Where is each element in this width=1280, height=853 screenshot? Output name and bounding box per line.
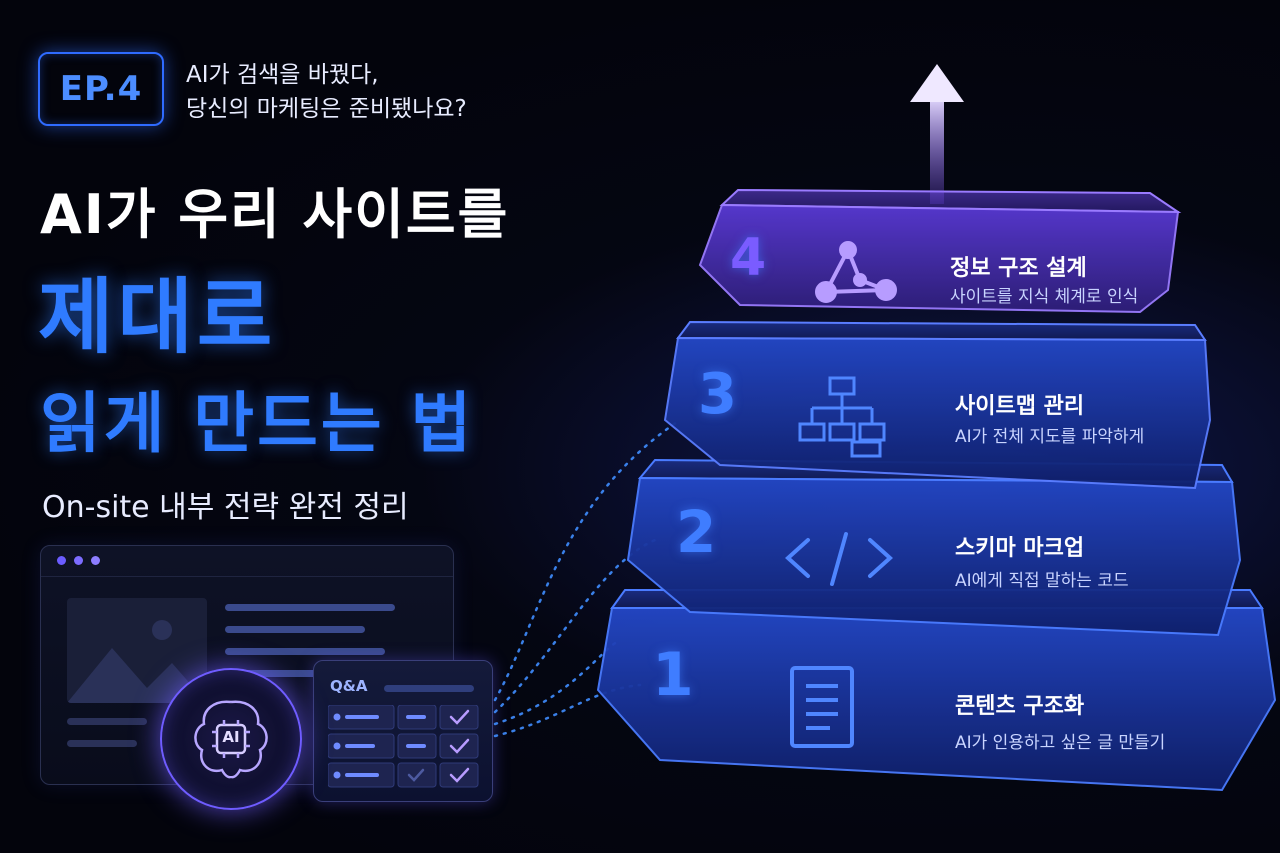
sitemap-icon	[798, 376, 886, 458]
headline-line-3: 읽게 만드는 법	[40, 385, 475, 462]
headline-line-2: 제대로	[38, 270, 277, 365]
layer-2-desc: AI에게 직접 말하는 코드	[955, 571, 1129, 591]
text-line	[67, 740, 137, 747]
layer-1-desc: AI가 인용하고 싶은 글 만들기	[955, 733, 1166, 753]
layer-3-number: 3	[698, 362, 737, 427]
text-line	[225, 626, 365, 633]
document-icon	[790, 666, 854, 748]
browser-toolbar	[41, 546, 453, 577]
text-line	[384, 685, 474, 692]
qa-card-title: Q&A	[330, 677, 368, 695]
layer-4-desc: 사이트를 지식 체계로 인식	[950, 287, 1139, 307]
subheadline: On-site 내부 전략 완전 정리	[42, 490, 409, 525]
qa-card: Q&A	[313, 660, 493, 802]
layer-3-title: 사이트맵 관리	[955, 394, 1085, 419]
episode-badge: EP.4	[38, 52, 164, 126]
text-line	[225, 648, 385, 655]
episode-tagline: AI가 검색을 바꿨다, 당신의 마케팅은 준비됐나요?	[186, 58, 467, 126]
text-line	[225, 604, 395, 611]
arrow-up-icon	[910, 64, 964, 204]
layer-2-number: 2	[676, 498, 717, 566]
layer-1-title: 콘텐츠 구조화	[955, 694, 1085, 719]
pyramid-layer-3	[663, 320, 1212, 490]
qa-checklist-grid	[328, 705, 479, 788]
window-dot-icon	[91, 556, 100, 565]
graph-nodes-icon	[815, 241, 897, 303]
ai-brain-badge: AI	[160, 668, 302, 810]
tagline-line-2: 당신의 마케팅은 준비됐나요?	[186, 96, 467, 122]
ai-badge-label: AI	[222, 728, 240, 746]
layer-2-title: 스키마 마크업	[955, 536, 1085, 561]
window-dot-icon	[74, 556, 83, 565]
layer-4-title: 정보 구조 설계	[950, 256, 1087, 281]
window-dot-icon	[57, 556, 66, 565]
text-line	[225, 670, 335, 677]
layer-4-number: 4	[730, 228, 767, 288]
tagline-line-1: AI가 검색을 바꿨다,	[186, 62, 379, 88]
brain-chip-icon	[194, 700, 268, 779]
headline-line-1: AI가 우리 사이트를	[40, 183, 510, 246]
layer-1-number: 1	[652, 640, 694, 710]
code-icon	[785, 532, 893, 586]
text-line	[67, 718, 147, 725]
layer-3-desc: AI가 전체 지도를 파악하게	[955, 427, 1145, 447]
